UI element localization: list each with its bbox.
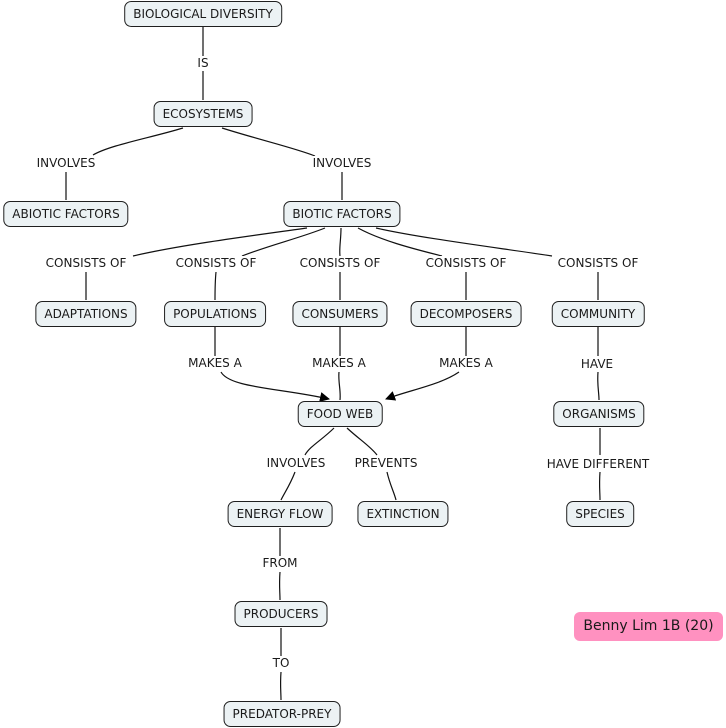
- edge-prevents-extinct: [386, 471, 397, 501]
- concept-community[interactable]: COMMUNITY: [551, 301, 645, 327]
- concept-populations[interactable]: POPULATIONS: [164, 301, 266, 327]
- edge-makes-foodweb-left: [220, 371, 330, 402]
- link-makes-decomposers: MAKES A: [438, 356, 494, 370]
- link-prevents: PREVENTS: [353, 456, 419, 470]
- concept-consumers[interactable]: CONSUMERS: [292, 301, 388, 327]
- link-consists-populations: CONSISTS OF: [174, 256, 258, 270]
- edge-biotic-cons3: [339, 227, 342, 257]
- edge-biotic-cons2: [241, 227, 326, 257]
- edge-biotic-cons5: [375, 227, 553, 257]
- link-involves-energy: INVOLVES: [265, 456, 327, 470]
- link-consists-consumers: CONSISTS OF: [298, 256, 382, 270]
- link-have: HAVE: [579, 357, 615, 371]
- concept-biotic-factors[interactable]: BIOTIC FACTORS: [283, 201, 401, 227]
- concept-biological-diversity[interactable]: BIOLOGICAL DIVERSITY: [124, 1, 282, 27]
- edge-biotic-cons1: [132, 227, 308, 257]
- link-involves-abiotic: INVOLVES: [35, 156, 97, 170]
- concept-energy-flow[interactable]: ENERGY FLOW: [227, 501, 333, 527]
- edge-biotic-cons4: [357, 227, 443, 257]
- link-from: FROM: [261, 556, 299, 570]
- edge-involves-energy: [280, 471, 296, 501]
- link-have-different: HAVE DIFFERENT: [545, 457, 651, 471]
- concept-food-web[interactable]: FOOD WEB: [297, 401, 383, 427]
- link-consists-decomposers: CONSISTS OF: [424, 256, 508, 270]
- link-involves-biotic: INVOLVES: [311, 156, 373, 170]
- edge-makes-foodweb-right: [385, 371, 460, 401]
- concept-extinction[interactable]: EXTINCTION: [357, 501, 449, 527]
- edge-eco-involves-left: [92, 127, 184, 156]
- link-consists-community: CONSISTS OF: [556, 256, 640, 270]
- link-consists-adaptations: CONSISTS OF: [44, 256, 128, 270]
- concept-species[interactable]: SPECIES: [566, 501, 634, 527]
- link-makes-populations: MAKES A: [187, 356, 243, 370]
- edge-fw-involves: [304, 427, 335, 456]
- edge-have-org: [597, 371, 600, 401]
- edge-cons2-pop: [214, 271, 217, 301]
- concept-producers[interactable]: PRODUCERS: [234, 601, 328, 627]
- link-makes-consumers: MAKES A: [311, 356, 367, 370]
- concept-organisms[interactable]: ORGANISMS: [553, 401, 645, 427]
- edge-fw-prevents: [346, 427, 378, 456]
- concept-abiotic-factors[interactable]: ABIOTIC FACTORS: [3, 201, 129, 227]
- link-to: TO: [271, 656, 291, 670]
- edge-eco-involves-right: [221, 127, 316, 157]
- link-is: IS: [196, 56, 210, 70]
- edge-makes-foodweb-mid: [338, 371, 341, 401]
- concept-adaptations[interactable]: ADAPTATIONS: [35, 301, 137, 327]
- concept-predator-prey[interactable]: PREDATOR-PREY: [223, 701, 341, 727]
- author-badge: Benny Lim 1B (20): [574, 612, 723, 641]
- concept-decomposers[interactable]: DECOMPOSERS: [410, 301, 522, 327]
- concept-ecosystems[interactable]: ECOSYSTEMS: [153, 101, 253, 127]
